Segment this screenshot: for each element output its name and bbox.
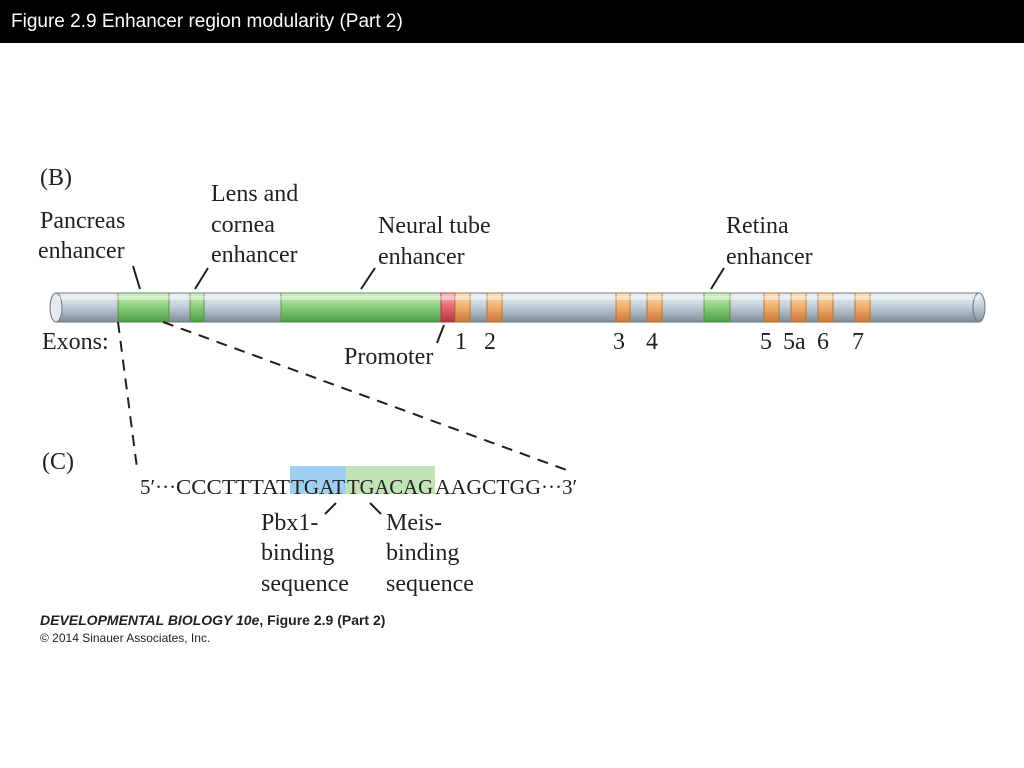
exon-5-segment xyxy=(763,292,780,323)
exon-number-4: 4 xyxy=(646,329,658,355)
exon-number-3: 3 xyxy=(613,329,625,355)
pancreas-leader-line xyxy=(132,265,141,290)
gene-cylinder xyxy=(49,292,986,323)
three-prime-end: ···3′ xyxy=(541,475,577,499)
exon-5a-segment xyxy=(790,292,807,323)
exon-number-1: 1 xyxy=(455,329,467,355)
exons-label: Exons: xyxy=(42,329,109,355)
exon-6-segment xyxy=(817,292,834,323)
panel-b-label: (B) xyxy=(40,165,72,191)
meis-leader-line xyxy=(369,502,382,515)
exon-4-segment xyxy=(646,292,663,323)
lens-cornea-enhancer-label: Lens and cornea enhancer xyxy=(211,181,304,268)
exon-7-segment xyxy=(854,292,871,323)
zoom-line-right xyxy=(162,321,573,473)
exon-1-segment xyxy=(454,292,471,323)
page-title: Figure 2.9 Enhancer region modularity (P… xyxy=(11,11,403,32)
pbx1-highlight xyxy=(290,466,346,494)
neural-tube-enhancer-label: Neural tube enhancer xyxy=(378,213,497,270)
enhancer-leader-lines xyxy=(132,265,725,290)
retina-leader-line xyxy=(710,267,725,290)
exon-number-5a: 5a xyxy=(783,329,806,355)
lens-leader-line xyxy=(194,267,209,290)
figure-reference: , Figure 2.9 (Part 2) xyxy=(259,612,386,628)
exon-number-6: 6 xyxy=(817,329,829,355)
pbx1-binding-label: Pbx1- binding sequence xyxy=(261,510,349,597)
zoom-dashed-lines xyxy=(117,321,573,473)
retina-enhancer-segment xyxy=(703,292,731,323)
retina-enhancer-label: Retina enhancer xyxy=(726,213,813,270)
five-prime-end: 5′··· xyxy=(140,475,176,499)
gene-right-cap xyxy=(972,292,986,323)
meis-sequence: TGACAG xyxy=(347,475,433,499)
book-title: DEVELOPMENTAL BIOLOGY 10e xyxy=(40,612,260,628)
meis-binding-label: Meis- binding sequence xyxy=(386,510,474,597)
lens-cornea-enhancer-segment xyxy=(189,292,205,323)
zoom-line-left xyxy=(117,321,138,469)
neural-tube-enhancer-segment xyxy=(280,292,442,323)
pbx1-leader-line xyxy=(324,502,337,515)
exon-number-5: 5 xyxy=(760,329,772,355)
promoter-label: Promoter xyxy=(344,344,433,370)
neural-leader-line xyxy=(360,267,376,290)
exon-2-segment xyxy=(486,292,503,323)
exon-number-7: 7 xyxy=(852,329,864,355)
panel-c-label: (C) xyxy=(42,449,74,475)
pancreas-enhancer-label: Pancreas enhancer xyxy=(38,208,131,264)
sequence-before: CCCTTTAT xyxy=(176,475,290,499)
gene-highlight-band xyxy=(56,296,979,300)
exon-number-2: 2 xyxy=(484,329,496,355)
sequence-after: AAGCTGG xyxy=(435,475,541,499)
title-bar: Figure 2.9 Enhancer region modularity (P… xyxy=(0,0,1024,43)
figure-credit: DEVELOPMENTAL BIOLOGY 10e, Figure 2.9 (P… xyxy=(40,612,385,628)
promoter-leader-line xyxy=(436,324,445,344)
copyright-notice: © 2014 Sinauer Associates, Inc. xyxy=(40,631,211,645)
gene-left-cap xyxy=(49,292,63,323)
pancreas-enhancer-segment xyxy=(117,292,170,323)
meis-highlight xyxy=(346,466,435,494)
exon-3-segment xyxy=(615,292,631,323)
pbx1-sequence: TGAT xyxy=(291,475,345,499)
